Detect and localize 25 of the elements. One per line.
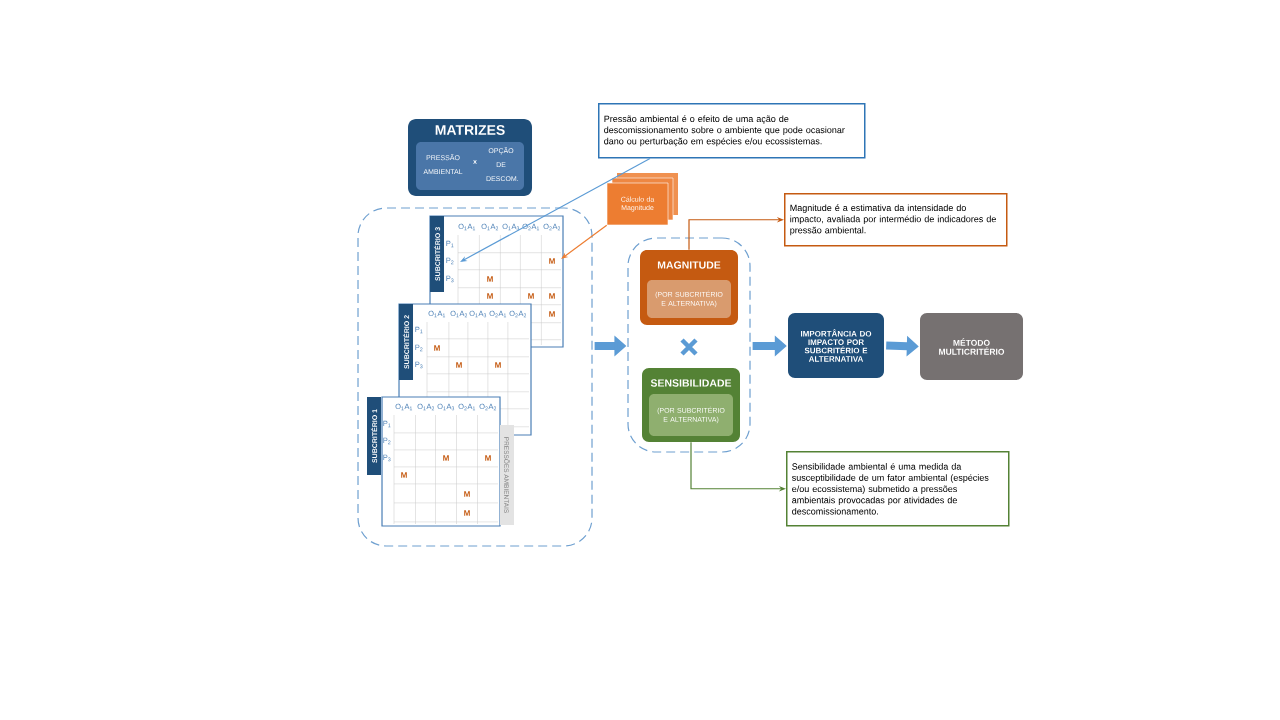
cell-mark: M xyxy=(401,472,407,478)
dashed-group-frame xyxy=(357,207,593,547)
cell-mark: M xyxy=(549,258,555,264)
cell-mark: M xyxy=(485,455,491,461)
cell-mark: M xyxy=(456,362,462,368)
panel-title: MATRIZES xyxy=(435,125,505,135)
cell-mark: M xyxy=(549,293,555,299)
cell-mark: M xyxy=(528,293,534,299)
cell-mark: M xyxy=(464,510,470,516)
process-box: MÉTODO MULTICRITÉRIO xyxy=(920,313,1023,380)
callout-box: Magnitude é a estimativa da intensidade do impacto, avaliada por intermédio de indicadores de pressão ambiental. xyxy=(784,193,1008,247)
cell-mark: M xyxy=(487,293,493,299)
callout-box: Sensibilidade ambiental é uma medida da susceptibilidade de um fator ambiental (espécies e/ou ecossistema) submetido a pressões ambientais provocadas por atividades de descomissionamento. xyxy=(786,451,1010,527)
box-title: SENSIBILIDADE xyxy=(650,379,732,387)
box-title: MAGNITUDE xyxy=(657,261,721,269)
callout-box: Pressão ambiental é o efeito de uma ação de descomissionamento sobre o ambiente que pode ocasionar dano ou perturbação em espécies e/ou ecossistemas. xyxy=(598,103,866,159)
cell-mark: M xyxy=(549,311,555,317)
cell-mark: M xyxy=(443,455,449,461)
leader-line xyxy=(561,224,608,259)
cell-mark: M xyxy=(487,276,493,282)
cell-mark: M xyxy=(434,345,440,351)
dashed-group-frame xyxy=(627,237,751,453)
cell-mark: M xyxy=(495,362,501,368)
cell-mark: M xyxy=(464,491,470,497)
process-box: IMPORTÂNCIA DO IMPACTO POR SUBCRITÉRIO E ALTERNATIVA xyxy=(788,313,884,378)
